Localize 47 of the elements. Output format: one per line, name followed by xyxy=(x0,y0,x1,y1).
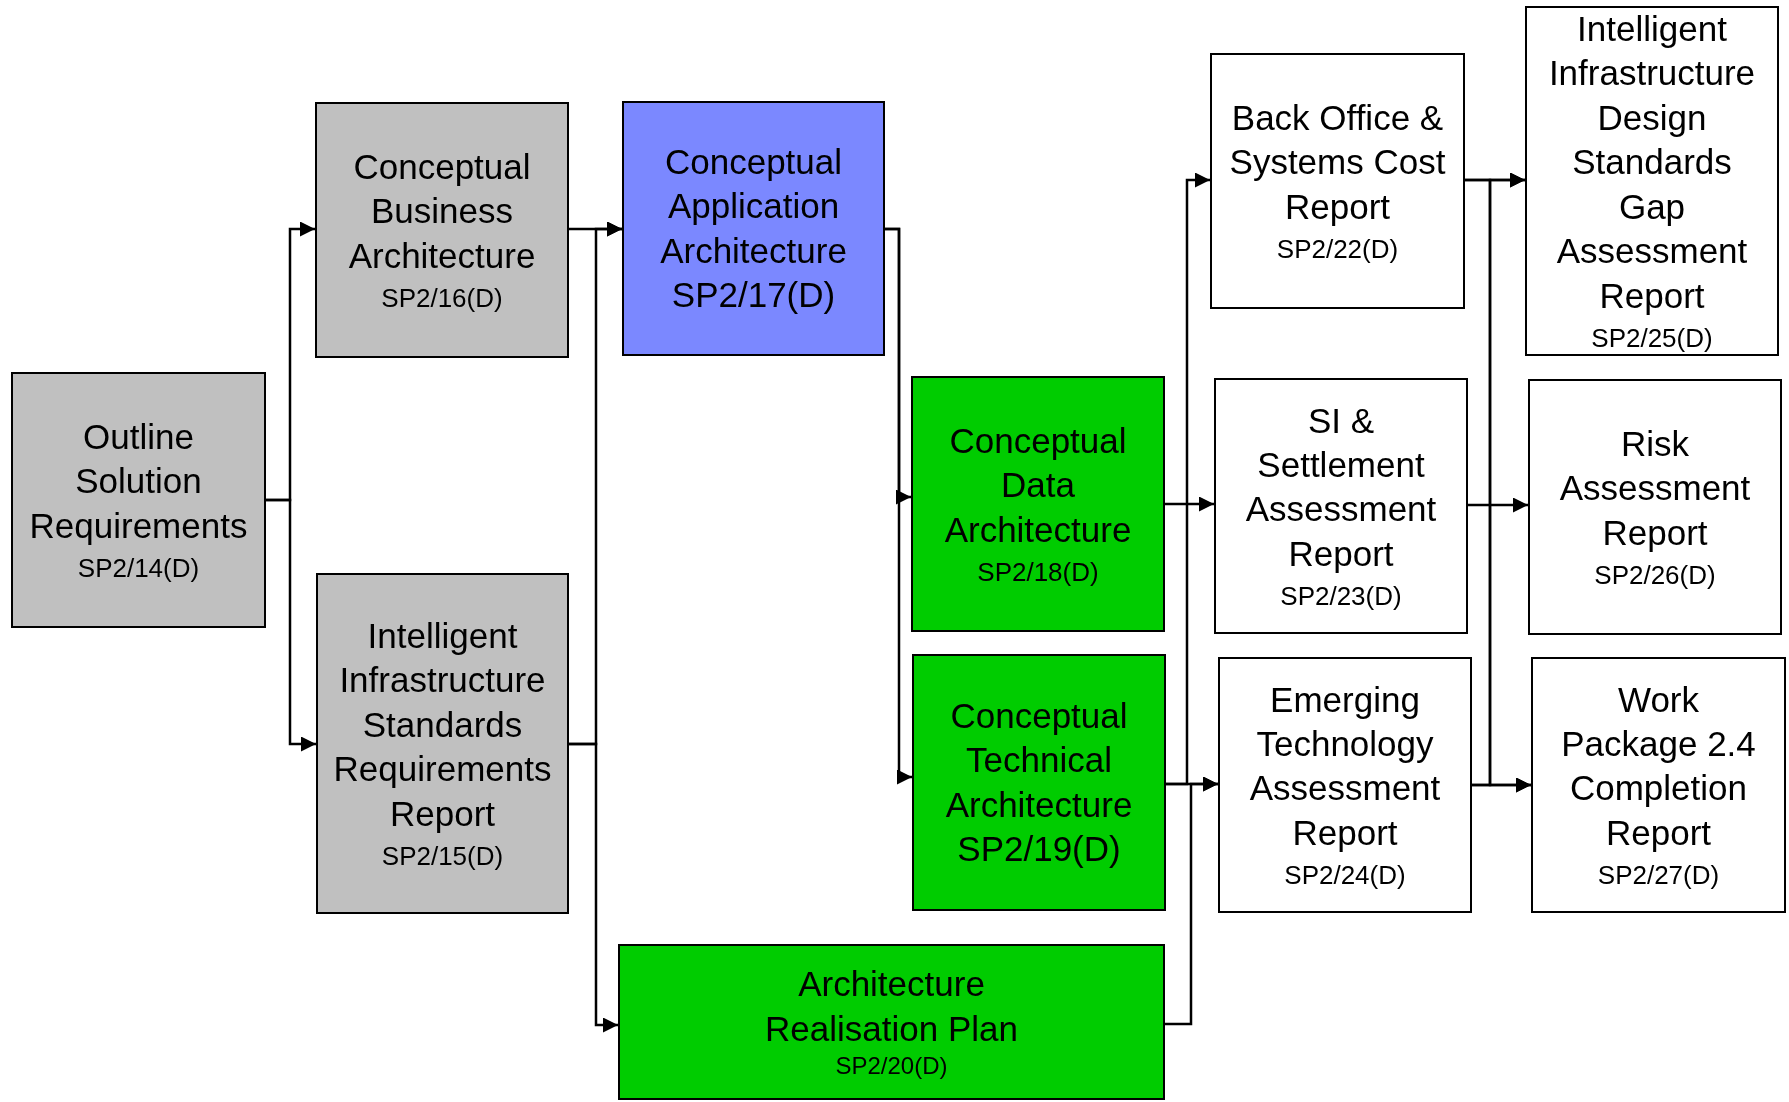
process-box xyxy=(315,102,569,358)
document-code: SP2/23(D) xyxy=(1280,580,1402,614)
document-code: SP2/14(D) xyxy=(77,552,200,586)
box-title: Intelligent Infrastructure Standards Requirements Report xyxy=(333,614,552,835)
report-box xyxy=(1531,657,1786,913)
arrow xyxy=(266,498,316,752)
document-code: SP2/20(D) xyxy=(835,1051,948,1082)
arrow xyxy=(1165,776,1218,1026)
document-code: SP2/17(D) xyxy=(671,273,836,316)
box-title: Emerging Technology Assessment Report xyxy=(1248,678,1442,854)
arrow xyxy=(1165,496,1214,512)
document-code: SP2/18(D) xyxy=(977,556,1099,590)
document-code: SP2/15(D) xyxy=(381,840,504,874)
box-title: Back Office & Systems Cost Report xyxy=(1228,96,1447,228)
process-box xyxy=(911,376,1165,632)
process-box xyxy=(11,372,266,628)
box-title: Conceptual Data Architecture xyxy=(943,419,1133,551)
box-title: Conceptual Business Architecture xyxy=(347,145,537,277)
process-box xyxy=(618,944,1165,1100)
report-box xyxy=(1214,378,1468,634)
report-box xyxy=(1218,657,1472,913)
document-code: SP2/26(D) xyxy=(1594,559,1716,593)
document-code: SP2/19(D) xyxy=(957,827,1121,870)
box-title: Conceptual Technical Architecture xyxy=(944,694,1134,826)
report-box xyxy=(1210,53,1465,309)
document-code: SP2/16(D) xyxy=(381,282,503,316)
box-title: Outline Solution Requirements xyxy=(29,415,248,547)
box-title: Architecture Realisation Plan xyxy=(764,963,1019,1050)
arrow xyxy=(1468,497,1528,513)
process-box xyxy=(622,101,885,356)
report-box xyxy=(1525,6,1779,356)
box-title: Risk Assessment Report xyxy=(1558,422,1752,554)
box-title: SI & Settlement Assessment Report xyxy=(1244,399,1438,575)
process-box xyxy=(912,654,1166,911)
document-code: SP2/27(D) xyxy=(1597,859,1720,893)
arrow xyxy=(885,227,912,785)
arrow xyxy=(1472,172,1525,787)
document-code: SP2/25(D) xyxy=(1591,322,1713,356)
document-code: SP2/24(D) xyxy=(1284,859,1406,893)
box-title: Intelligent Infrastructure Design Standards Gap Assessment Report xyxy=(1547,7,1757,317)
arrow xyxy=(569,742,618,1033)
process-box xyxy=(316,573,569,914)
box-title: Work Package 2.4 Completion Report xyxy=(1560,678,1757,854)
report-box xyxy=(1528,379,1782,635)
document-code: SP2/22(D) xyxy=(1276,233,1399,267)
box-title: Conceptual Application Architecture xyxy=(659,140,848,272)
arrow xyxy=(1166,172,1210,786)
